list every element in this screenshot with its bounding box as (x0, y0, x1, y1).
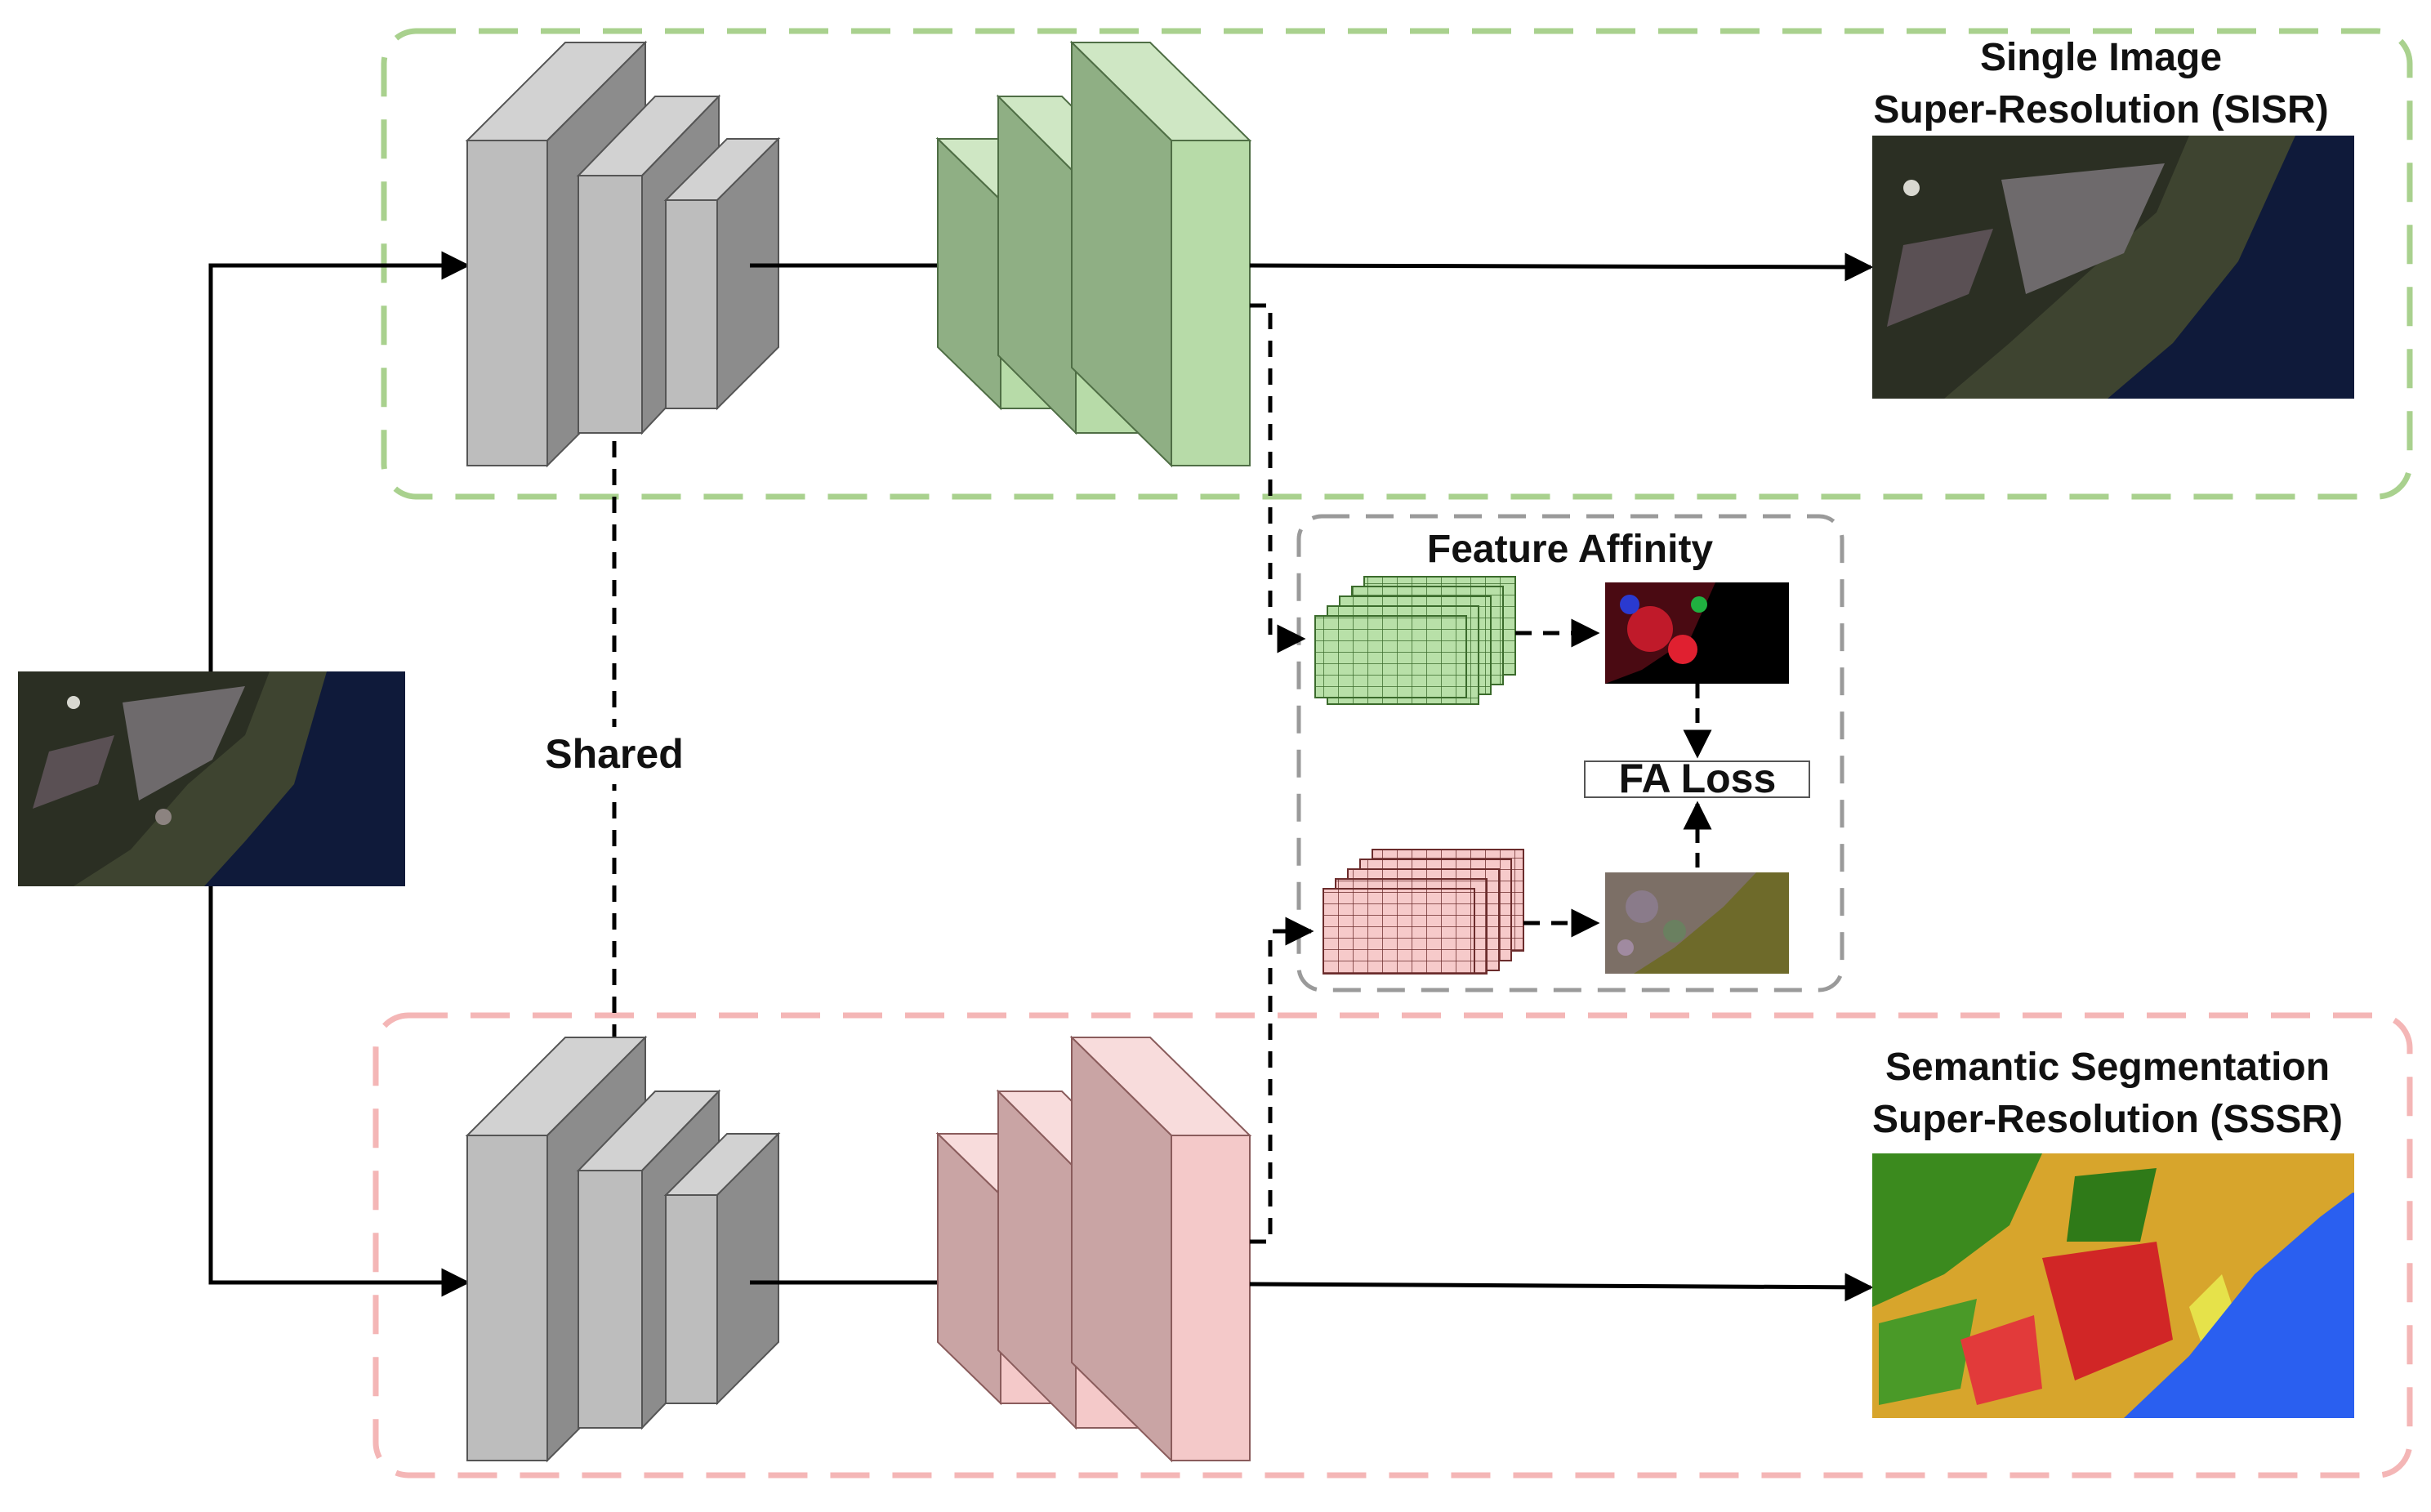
shared-label-bg (531, 727, 694, 784)
input-satellite-image (18, 671, 405, 886)
sssr-feature-tap (1250, 917, 1314, 1244)
sssr-branch-box (372, 1012, 2413, 1479)
fa-loss-label: FA Loss (1619, 756, 1777, 801)
sssr-feature-tensor (1323, 849, 1524, 975)
sssr-title-line1: Semantic Segmentation (1885, 1046, 2330, 1089)
sssr-encoder-blocks (465, 1035, 781, 1463)
sisr-title-line2: Super-Resolution (SISR) (1873, 88, 2328, 132)
shared-label: Shared (545, 731, 684, 777)
fa-loss-box (1584, 760, 1810, 798)
sssr-title-line2: Super-Resolution (SSSR) (1872, 1098, 2343, 1141)
sisr-output-image (1872, 136, 2354, 399)
sssr-affinity-map (1605, 872, 1789, 974)
sssr-decoder-blocks (935, 1035, 1252, 1463)
input-routing-lines (208, 251, 471, 1297)
sisr-output-arrow (1249, 252, 1874, 282)
feature-affinity-box (1296, 514, 1844, 992)
feature-affinity-title: Feature Affinity (1427, 528, 1714, 571)
sisr-title-line1: Single Image (1980, 36, 2222, 79)
sisr-encoder-blocks (465, 40, 781, 468)
sisr-affinity-map (1605, 582, 1789, 684)
sisr-feature-tensor (1314, 576, 1516, 705)
sisr-decoder-blocks (935, 40, 1252, 468)
sssr-output-arrow (1249, 1273, 1874, 1302)
sisr-feature-tap (1250, 303, 1306, 653)
sssr-output-segmentation-image (1872, 1153, 2354, 1418)
